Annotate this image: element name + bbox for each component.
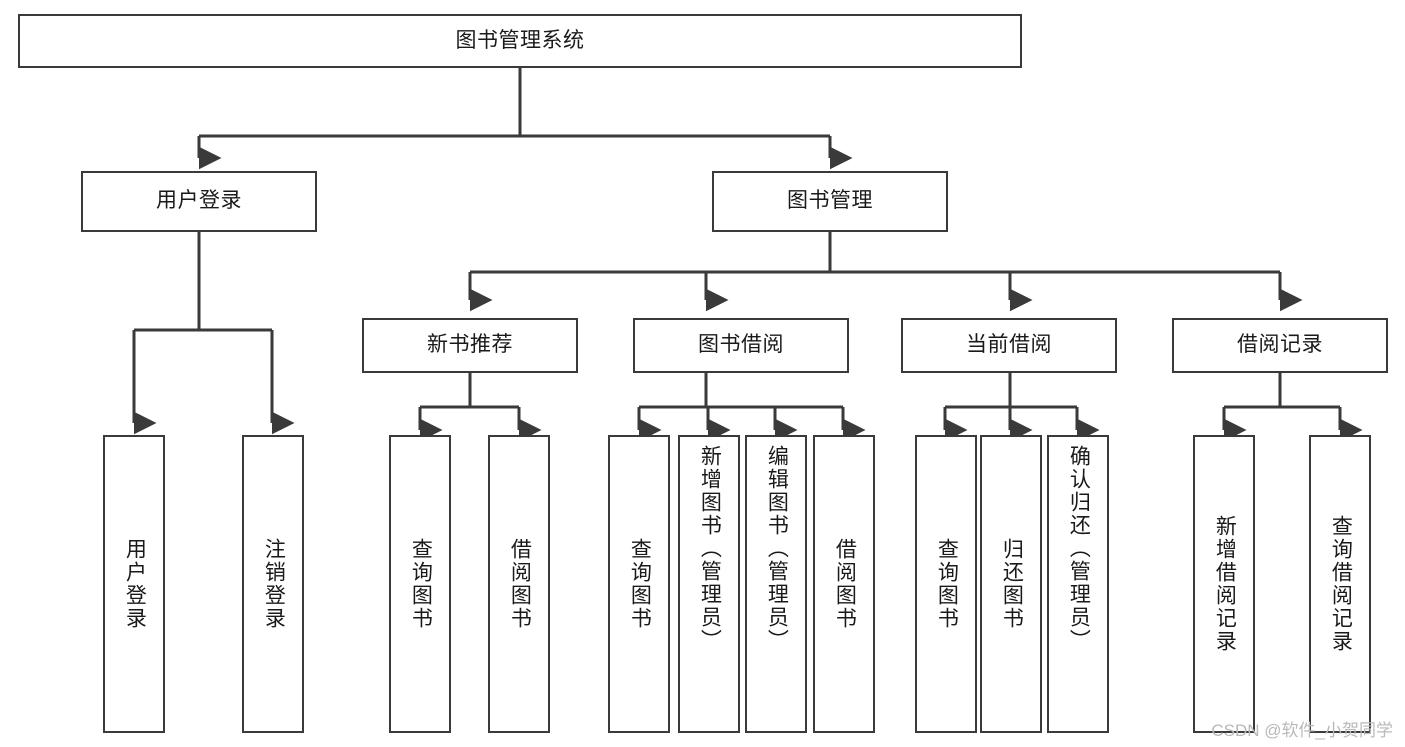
leaf-current-confirm-return-admin[interactable]: 确认归还（管理员） bbox=[1047, 435, 1109, 733]
node-label: 查询图书 bbox=[409, 538, 433, 630]
node-label: 编辑图书（管理员） bbox=[765, 445, 789, 652]
leaf-recommend-query-book[interactable]: 查询图书 bbox=[389, 435, 451, 733]
node-book-management[interactable]: 图书管理 bbox=[712, 171, 948, 232]
node-label: 图书管理 bbox=[787, 189, 873, 213]
node-label: 借阅记录 bbox=[1237, 333, 1323, 357]
node-borrow-record[interactable]: 借阅记录 bbox=[1172, 318, 1388, 373]
node-label: 当前借阅 bbox=[966, 333, 1052, 357]
node-label: 查询图书 bbox=[935, 538, 959, 630]
node-label: 新增借阅记录 bbox=[1213, 515, 1237, 653]
leaf-recommend-borrow-book[interactable]: 借阅图书 bbox=[488, 435, 550, 733]
node-label: 归还图书 bbox=[1000, 538, 1024, 630]
leaf-user-login-login[interactable]: 用户登录 bbox=[103, 435, 165, 733]
node-label: 查询图书 bbox=[628, 538, 652, 630]
node-user-login[interactable]: 用户登录 bbox=[81, 171, 317, 232]
leaf-borrow-query-book[interactable]: 查询图书 bbox=[608, 435, 670, 733]
node-label: 借阅图书 bbox=[508, 538, 532, 630]
node-label: 用户登录 bbox=[156, 189, 242, 213]
leaf-record-add-record[interactable]: 新增借阅记录 bbox=[1193, 435, 1255, 733]
node-label: 新增图书（管理员） bbox=[698, 445, 722, 652]
watermark-text: CSDN @软件_小贺同学 bbox=[1211, 721, 1393, 740]
leaf-current-return-book[interactable]: 归还图书 bbox=[980, 435, 1042, 733]
leaf-user-login-logout[interactable]: 注销登录 bbox=[242, 435, 304, 733]
node-label: 注销登录 bbox=[262, 538, 286, 630]
node-label: 图书借阅 bbox=[698, 333, 784, 357]
node-new-book-recommend[interactable]: 新书推荐 bbox=[362, 318, 578, 373]
leaf-borrow-add-book-admin[interactable]: 新增图书（管理员） bbox=[678, 435, 740, 733]
leaf-borrow-borrow-book[interactable]: 借阅图书 bbox=[813, 435, 875, 733]
leaf-record-query-record[interactable]: 查询借阅记录 bbox=[1309, 435, 1371, 733]
node-book-borrow[interactable]: 图书借阅 bbox=[633, 318, 849, 373]
node-current-borrow[interactable]: 当前借阅 bbox=[901, 318, 1117, 373]
leaf-current-query-book[interactable]: 查询图书 bbox=[915, 435, 977, 733]
node-label: 用户登录 bbox=[123, 538, 147, 630]
node-label: 新书推荐 bbox=[427, 333, 513, 357]
node-label: 确认归还（管理员） bbox=[1067, 445, 1091, 652]
node-label: 图书管理系统 bbox=[455, 28, 585, 52]
node-root-system[interactable]: 图书管理系统 bbox=[18, 14, 1022, 68]
node-label: 查询借阅记录 bbox=[1329, 515, 1353, 653]
leaf-borrow-edit-book-admin[interactable]: 编辑图书（管理员） bbox=[745, 435, 807, 733]
node-label: 借阅图书 bbox=[833, 538, 857, 630]
